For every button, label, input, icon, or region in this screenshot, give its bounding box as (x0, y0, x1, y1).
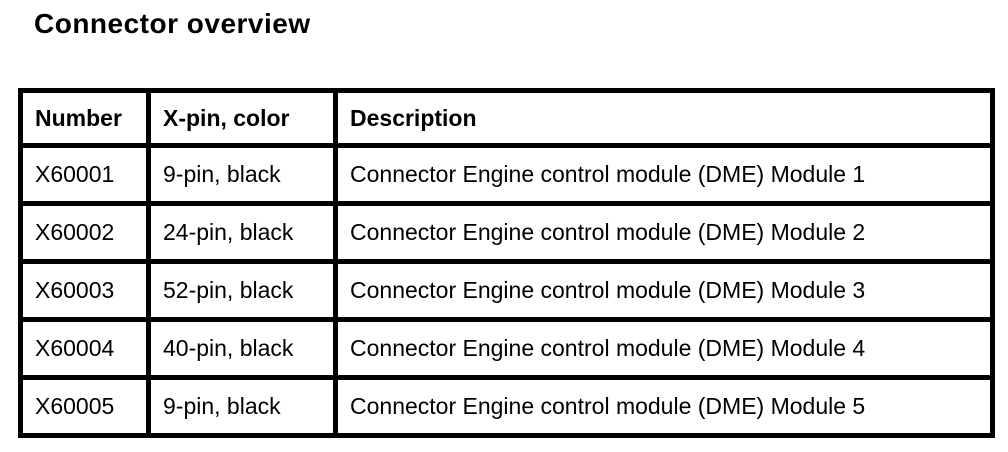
table-row: X60003 52-pin, black Connector Engine co… (18, 259, 995, 322)
cell-pin-color: 9-pin, black (146, 375, 338, 438)
page-title: Connector overview (34, 8, 311, 39)
column-header-pin-color: X-pin, color (146, 88, 338, 148)
cell-number: X60003 (18, 259, 151, 322)
column-header-number: Number (18, 88, 151, 148)
cell-description: Connector Engine control module (DME) Mo… (333, 259, 995, 322)
table-row: X60004 40-pin, black Connector Engine co… (18, 317, 995, 380)
connector-overview-table: Number X-pin, color Description X60001 9… (18, 88, 995, 438)
cell-number: X60002 (18, 201, 151, 264)
table-row: X60002 24-pin, black Connector Engine co… (18, 201, 995, 264)
cell-description: Connector Engine control module (DME) Mo… (333, 143, 995, 206)
cell-number: X60005 (18, 375, 151, 438)
table-header-row: Number X-pin, color Description (18, 88, 995, 148)
cell-description: Connector Engine control module (DME) Mo… (333, 375, 995, 438)
column-header-description: Description (333, 88, 995, 148)
cell-pin-color: 40-pin, black (146, 317, 338, 380)
table-row: X60005 9-pin, black Connector Engine con… (18, 375, 995, 438)
cell-description: Connector Engine control module (DME) Mo… (333, 201, 995, 264)
table-row: X60001 9-pin, black Connector Engine con… (18, 143, 995, 206)
cell-pin-color: 9-pin, black (146, 143, 338, 206)
cell-number: X60004 (18, 317, 151, 380)
cell-description: Connector Engine control module (DME) Mo… (333, 317, 995, 380)
cell-number: X60001 (18, 143, 151, 206)
cell-pin-color: 52-pin, black (146, 259, 338, 322)
cell-pin-color: 24-pin, black (146, 201, 338, 264)
